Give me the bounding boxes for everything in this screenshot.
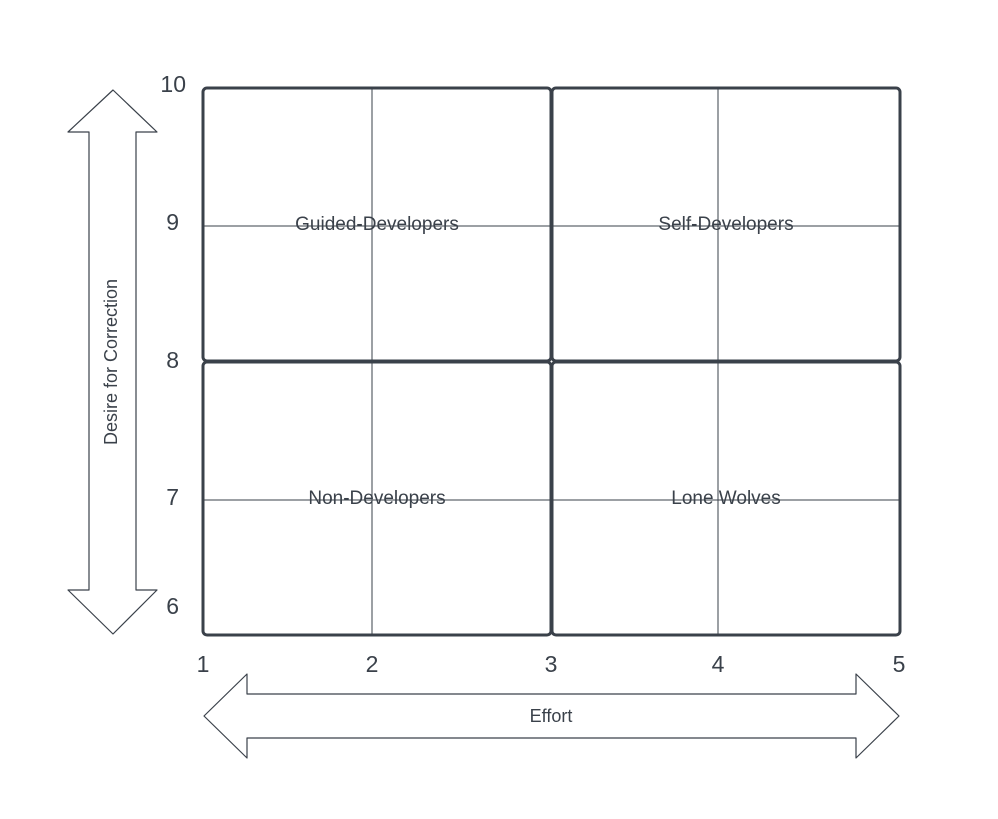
x-tick: 4	[712, 651, 725, 677]
y-tick: 6	[166, 593, 179, 619]
horizontal-double-arrow-icon	[203, 673, 900, 759]
x-tick: 2	[366, 651, 379, 677]
quadrant-label: Self-Developers	[658, 214, 793, 235]
x-tick: 5	[893, 651, 906, 677]
quadrant-label: Non-Developers	[308, 488, 445, 509]
quadrant-label: Guided-Developers	[295, 214, 459, 235]
y-axis-label: Desire for Correction	[101, 279, 121, 445]
y-tick: 10	[160, 71, 186, 97]
vertical-double-arrow-icon	[67, 89, 158, 635]
y-tick: 8	[166, 347, 179, 373]
quadrant-lone-wolves	[550, 360, 902, 637]
x-axis-label: Effort	[530, 706, 573, 726]
y-tick: 9	[166, 209, 179, 235]
x-tick: 1	[197, 651, 210, 677]
quadrant-label: Lone Wolves	[671, 488, 781, 509]
x-tick: 3	[545, 651, 558, 677]
y-tick: 7	[166, 484, 179, 510]
